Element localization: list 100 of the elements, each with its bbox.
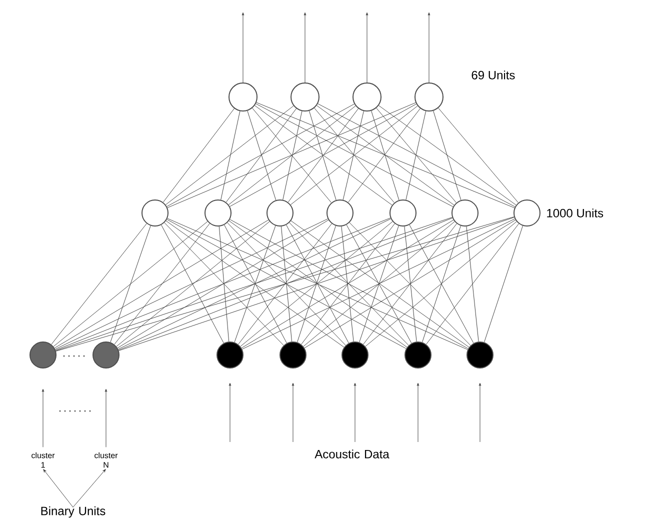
- output-arrow: [304, 12, 306, 83]
- connection-line: [346, 224, 412, 344]
- connection-line: [314, 108, 395, 203]
- connection-line: [308, 110, 336, 200]
- neuron-circle: [452, 200, 478, 226]
- neuron-circle: [342, 342, 368, 368]
- input-arrow: [42, 388, 44, 448]
- input-arrow: [354, 382, 356, 442]
- connection-line: [365, 221, 517, 347]
- connection-line: [378, 105, 516, 206]
- input-arrow: [416, 382, 420, 442]
- connection-line: [54, 218, 328, 350]
- input-arrow: [292, 382, 294, 442]
- connection-line: [484, 226, 523, 342]
- connection-line: [286, 224, 349, 344]
- connection-line: [422, 226, 461, 342]
- neuron-circle: [514, 200, 540, 226]
- connection-line: [117, 220, 329, 348]
- output-arrow: [366, 12, 368, 83]
- connection-line: [280, 226, 292, 342]
- connection-line: [342, 110, 364, 200]
- neuron-circle: [352, 82, 382, 112]
- neuron-circle: [414, 82, 444, 112]
- connection-line: [406, 110, 426, 200]
- neuron-circle: [204, 200, 232, 226]
- connection-line: [438, 108, 519, 203]
- connection-line: [304, 220, 516, 348]
- connection-line: [116, 221, 270, 347]
- neuron-circle: [390, 200, 416, 226]
- connection-line: [290, 220, 470, 348]
- connection-line: [228, 220, 408, 348]
- connection-line: [224, 224, 287, 344]
- connection-line: [166, 219, 406, 349]
- connection-line: [371, 110, 400, 200]
- connection-line: [238, 223, 332, 345]
- neuron-circle: [326, 200, 354, 226]
- neuron-circle: [228, 82, 258, 112]
- neuron-circle: [290, 82, 320, 112]
- connection-line: [376, 108, 457, 203]
- connection-line: [256, 103, 454, 207]
- connection-line: [110, 226, 151, 342]
- bracket-arrow: [43, 469, 74, 508]
- neuron-circle: [92, 342, 120, 368]
- connection-line: [118, 218, 392, 350]
- connection-line: [433, 110, 462, 200]
- neuron-circle: [30, 342, 56, 368]
- connection-line: [349, 222, 471, 346]
- connection-line: [166, 220, 344, 348]
- connection-line: [220, 110, 240, 200]
- connection-line: [51, 223, 147, 345]
- connection-line: [234, 225, 276, 342]
- neuron-circle: [266, 200, 294, 226]
- unit-label: cluster N: [94, 452, 118, 468]
- connection-line: [161, 224, 224, 344]
- neuron-circle: [142, 200, 168, 226]
- neuron-circle: [280, 342, 306, 368]
- connection-line: [341, 226, 354, 342]
- input-arrow: [228, 382, 232, 442]
- connection-line: [218, 226, 230, 342]
- bracket-arrow: [72, 469, 106, 508]
- connection-line: [165, 106, 294, 205]
- unit-label: Binary Units: [41, 506, 106, 518]
- connection-line: [114, 223, 210, 345]
- connection-line: [288, 108, 359, 202]
- connection-line: [256, 102, 515, 208]
- input-arrow: [478, 382, 482, 442]
- connection-line: [282, 110, 302, 200]
- connection-line: [426, 223, 520, 345]
- connection-line: [290, 106, 418, 205]
- connection-line: [254, 105, 392, 206]
- connection-line: [466, 226, 479, 342]
- unit-label: Acoustic Data: [314, 450, 390, 458]
- connection-line: [303, 221, 455, 347]
- connection-line: [55, 218, 391, 350]
- unit-label: cluster 1: [32, 452, 55, 468]
- neuron-circle: [466, 342, 494, 368]
- connection-line: [252, 108, 332, 203]
- connection-line: [301, 223, 395, 345]
- layer-label: 69 Units: [472, 70, 515, 80]
- output-arrow: [242, 12, 244, 83]
- neuron-circle: [216, 342, 244, 368]
- connection-line: [118, 218, 453, 350]
- connection-line: [162, 108, 234, 202]
- connection-line: [404, 226, 417, 342]
- connection-line: [318, 103, 516, 207]
- connection-line: [166, 104, 355, 207]
- connection-line: [240, 221, 393, 347]
- connection-line: [167, 102, 416, 208]
- connection-line: [242, 218, 516, 350]
- connection-line: [289, 222, 409, 346]
- neuron-circle: [404, 342, 432, 368]
- connection-line: [228, 106, 356, 205]
- connection-line: [247, 110, 276, 200]
- connection-line: [54, 220, 269, 348]
- connection-line: [359, 226, 399, 342]
- connection-line: [409, 224, 474, 344]
- connection-line: [227, 222, 346, 346]
- connection-line: [226, 108, 297, 202]
- input-arrow: [104, 388, 108, 448]
- connection-line: [53, 221, 208, 347]
